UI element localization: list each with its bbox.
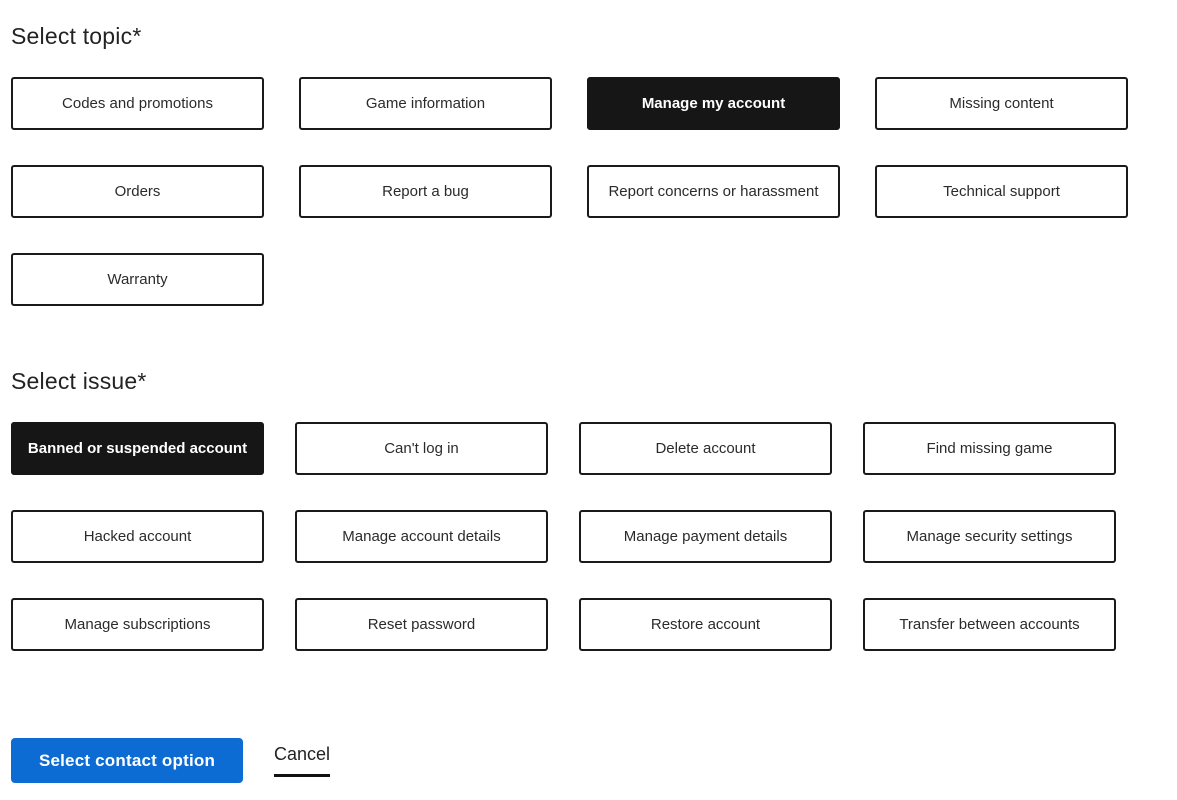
topic-option-warranty[interactable]: Warranty — [11, 253, 264, 306]
issue-option-hacked-account[interactable]: Hacked account — [11, 510, 264, 563]
topic-option-game-information[interactable]: Game information — [299, 77, 552, 130]
select-contact-option-button[interactable]: Select contact option — [11, 738, 243, 783]
topic-option-report-a-bug[interactable]: Report a bug — [299, 165, 552, 218]
issue-section-heading: Select issue* — [11, 367, 1177, 395]
issue-heading-text: Select issue — [11, 368, 138, 394]
required-asterisk: * — [137, 368, 147, 394]
topic-option-report-concerns-or-harassment[interactable]: Report concerns or harassment — [587, 165, 840, 218]
issue-option-manage-security-settings[interactable]: Manage security settings — [863, 510, 1116, 563]
issue-option-find-missing-game[interactable]: Find missing game — [863, 422, 1116, 475]
topic-options-grid: Codes and promotions Game information Mana… — [11, 77, 1177, 306]
topic-option-orders[interactable]: Orders — [11, 165, 264, 218]
issue-option-delete-account[interactable]: Delete account — [579, 422, 832, 475]
issue-option-reset-password[interactable]: Reset password — [295, 598, 548, 651]
issue-options-grid: Banned or suspended account Can't log in D… — [11, 422, 1177, 651]
form-actions: Select contact option Cancel — [11, 738, 1177, 783]
issue-option-banned-or-suspended-account[interactable]: Banned or suspended account — [11, 422, 264, 475]
issue-option-can-t-log-in[interactable]: Can't log in — [295, 422, 548, 475]
cancel-link[interactable]: Cancel — [274, 744, 331, 777]
issue-option-restore-account[interactable]: Restore account — [579, 598, 832, 651]
required-asterisk: * — [132, 23, 142, 49]
topic-option-missing-content[interactable]: Missing content — [875, 77, 1128, 130]
topic-section-heading: Select topic* — [11, 22, 1177, 50]
topic-heading-text: Select topic — [11, 23, 133, 49]
issue-option-manage-payment-details[interactable]: Manage payment details — [579, 510, 832, 563]
topic-option-technical-support[interactable]: Technical support — [875, 165, 1128, 218]
issue-option-transfer-between-accounts[interactable]: Transfer between accounts — [863, 598, 1116, 651]
topic-option-manage-my-account[interactable]: Manage my account — [587, 77, 840, 130]
issue-option-manage-subscriptions[interactable]: Manage subscriptions — [11, 598, 264, 651]
topic-option-codes-and-promotions[interactable]: Codes and promotions — [11, 77, 264, 130]
issue-option-manage-account-details[interactable]: Manage account details — [295, 510, 548, 563]
